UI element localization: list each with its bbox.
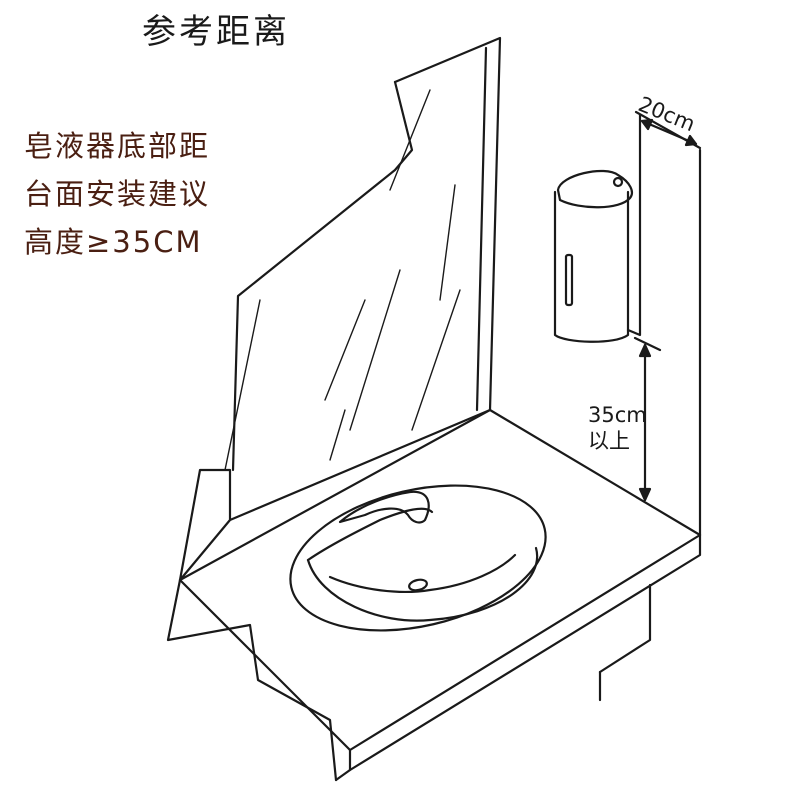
note-line: 皂液器底部距 [24, 129, 211, 163]
countertop [166, 408, 702, 782]
height-value: 35cm [588, 403, 647, 427]
soap-dispenser-icon [553, 113, 642, 343]
height-qualifier: 以上 [588, 429, 630, 453]
diagram-title: 参考距离 [142, 12, 290, 52]
note-line: 高度≥35CM [24, 225, 203, 259]
dimension-lines [633, 110, 702, 537]
height-dimension-label: 35cm 以上 [588, 402, 647, 454]
installation-note: 皂液器底部距 台面安装建议 高度≥35CM [24, 122, 210, 266]
sink-basin-icon [289, 484, 547, 632]
mirror-icon [178, 36, 502, 582]
note-line: 台面安装建议 [24, 177, 211, 211]
